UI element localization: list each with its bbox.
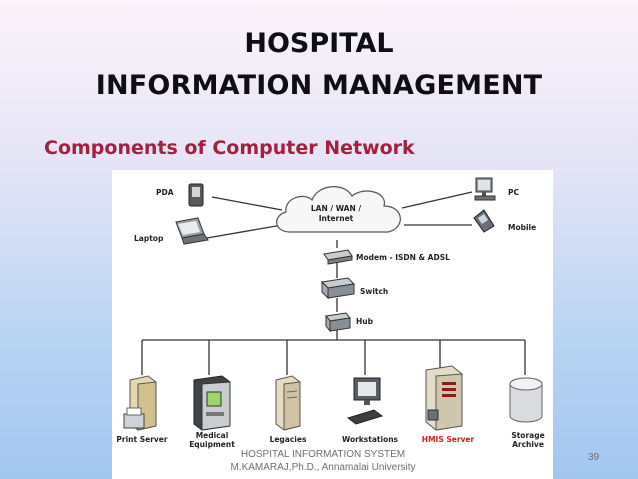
slide-footer: HOSPITAL INFORMATION SYSTEM M.KAMARAJ,Ph…: [218, 448, 428, 474]
device-label-pc: PC: [508, 188, 519, 197]
device-label-hmis-server: HMIS Server: [422, 435, 475, 444]
device-label-legacies: Legacies: [270, 435, 307, 444]
storage-archive-icon: [509, 377, 543, 423]
device-label-print-server: Print Server: [116, 435, 167, 444]
slide-subtitle: Components of Computer Network: [44, 137, 415, 159]
chain-label-modem: Modem - ISDN & ADSL: [356, 253, 450, 262]
slide-title-line2: INFORMATION MANAGEMENT: [95, 70, 543, 101]
footer-line1: HOSPITAL INFORMATION SYSTEM: [240, 449, 406, 460]
medical-equipment-icon: [193, 375, 231, 431]
device-label-pda: PDA: [156, 188, 174, 197]
footer-line2: M.KAMARAJ,Ph.D., Annamalai University: [230, 462, 416, 473]
device-label-storage-line2: Archive: [512, 440, 544, 449]
workstation-icon: [346, 377, 384, 425]
cloud-icon: [276, 186, 401, 233]
network-diagram-svg: LAN / WAN / Internet PDA Laptop: [116, 177, 545, 449]
laptop-icon: [175, 217, 209, 245]
diagram-wires: [141, 191, 526, 375]
cloud-label-line1: LAN / WAN /: [311, 204, 361, 213]
page-number: 39: [588, 452, 600, 463]
device-label-workstations: Workstations: [342, 435, 399, 444]
slide-title-line1: HOSPITAL: [244, 28, 394, 59]
chain-label-hub: Hub: [356, 317, 374, 326]
pda-icon: [188, 183, 204, 207]
device-label-laptop: Laptop: [134, 234, 164, 243]
pc-icon: [474, 177, 496, 201]
modem-icon: [323, 249, 353, 265]
hmis-server-icon: [425, 365, 463, 431]
chain-label-switch: Switch: [360, 287, 388, 296]
device-label-storage-line1: Storage: [511, 431, 544, 440]
device-label-mobile: Mobile: [508, 223, 536, 232]
mobile-phone-icon: [473, 209, 495, 233]
device-label-medical-line1: Medical: [196, 431, 229, 440]
device-label-medical-line2: Equipment: [189, 440, 235, 449]
cloud-label-line2: Internet: [319, 214, 354, 223]
network-diagram: LAN / WAN / Internet PDA Laptop: [112, 170, 553, 479]
legacy-server-icon: [275, 375, 301, 431]
network-switch-icon: [320, 277, 356, 300]
network-hub-icon: [325, 312, 351, 333]
print-server-icon: [123, 375, 157, 431]
